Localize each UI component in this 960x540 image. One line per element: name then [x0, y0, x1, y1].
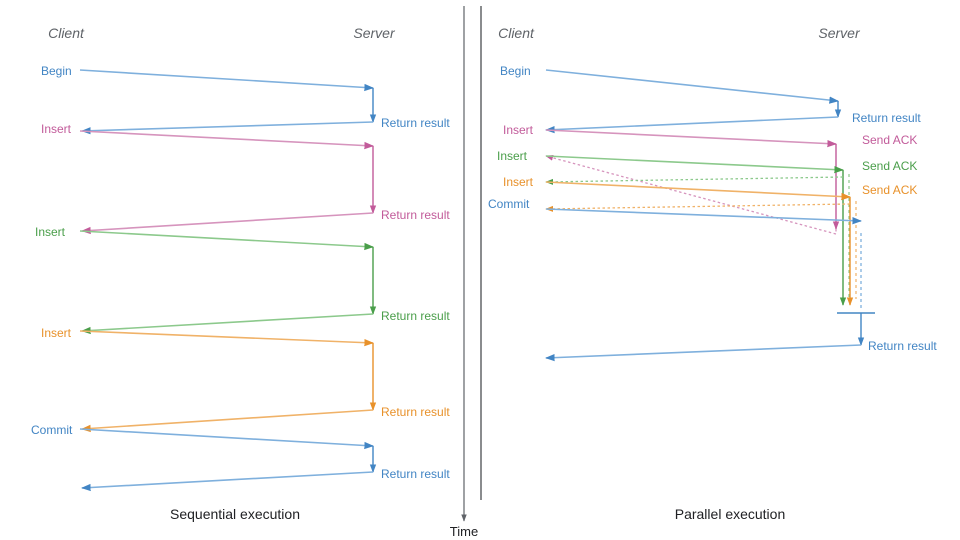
response-arrow-commit: [81, 471, 374, 492]
actor-label-client: Client: [498, 25, 535, 41]
request-label-insert-3: Insert: [41, 326, 72, 340]
request-label-insert-3: Insert: [503, 175, 534, 189]
time-axis-group: Time: [450, 6, 478, 539]
request-arrow-insert-2: [545, 155, 844, 174]
left-panel-caption: Sequential execution: [170, 506, 300, 522]
ack-arrow-insert-1: [545, 154, 837, 235]
request-label-insert-1: Insert: [503, 123, 534, 137]
response-arrow-begin: [81, 121, 374, 135]
ack-arrow-insert-3: [545, 203, 851, 212]
request-label-insert-2: Insert: [497, 149, 528, 163]
response-label-begin: Return result: [852, 111, 921, 125]
ack-label-insert-1: Send ACK: [862, 133, 917, 147]
response-arrow-commit: [545, 344, 862, 362]
response-arrow-insert-3: [81, 409, 374, 433]
request-label-insert-2: Insert: [35, 225, 66, 239]
request-arrow-commit: [545, 208, 862, 225]
response-label-insert-2: Return result: [381, 309, 450, 323]
right-panel-caption: Parallel execution: [675, 506, 786, 522]
request-arrow-insert-3: [545, 181, 851, 201]
request-arrow-insert-2: [79, 230, 374, 251]
response-label-insert-1: Return result: [381, 208, 450, 222]
response-label-insert-3: Return result: [381, 405, 450, 419]
actor-label-client: Client: [48, 25, 85, 41]
response-arrow-begin: [545, 116, 839, 134]
actor-label-server: Server: [353, 25, 396, 41]
request-label-commit: Commit: [31, 423, 73, 437]
ack-label-insert-2: Send ACK: [862, 159, 917, 173]
response-arrow-insert-2: [81, 313, 374, 335]
ack-arrow-insert-2: [545, 176, 844, 185]
request-arrow-insert-3: [79, 330, 374, 347]
response-label-commit: Return result: [381, 467, 450, 481]
response-arrow-insert-1: [81, 212, 374, 235]
ack-label-insert-3: Send ACK: [862, 183, 917, 197]
request-label-commit: Commit: [488, 197, 530, 211]
request-label-insert-1: Insert: [41, 122, 72, 136]
request-arrow-commit: [79, 428, 374, 450]
request-label-begin: Begin: [41, 64, 72, 78]
response-label-begin: Return result: [381, 116, 450, 130]
request-arrow-begin: [545, 69, 839, 104]
request-arrow-begin: [79, 69, 374, 92]
response-label-commit: Return result: [868, 339, 937, 353]
request-arrow-insert-1: [79, 130, 374, 150]
time-axis-label: Time: [450, 524, 478, 539]
actor-label-server: Server: [818, 25, 861, 41]
request-label-begin: Begin: [500, 64, 531, 78]
request-arrow-insert-1: [545, 129, 837, 148]
